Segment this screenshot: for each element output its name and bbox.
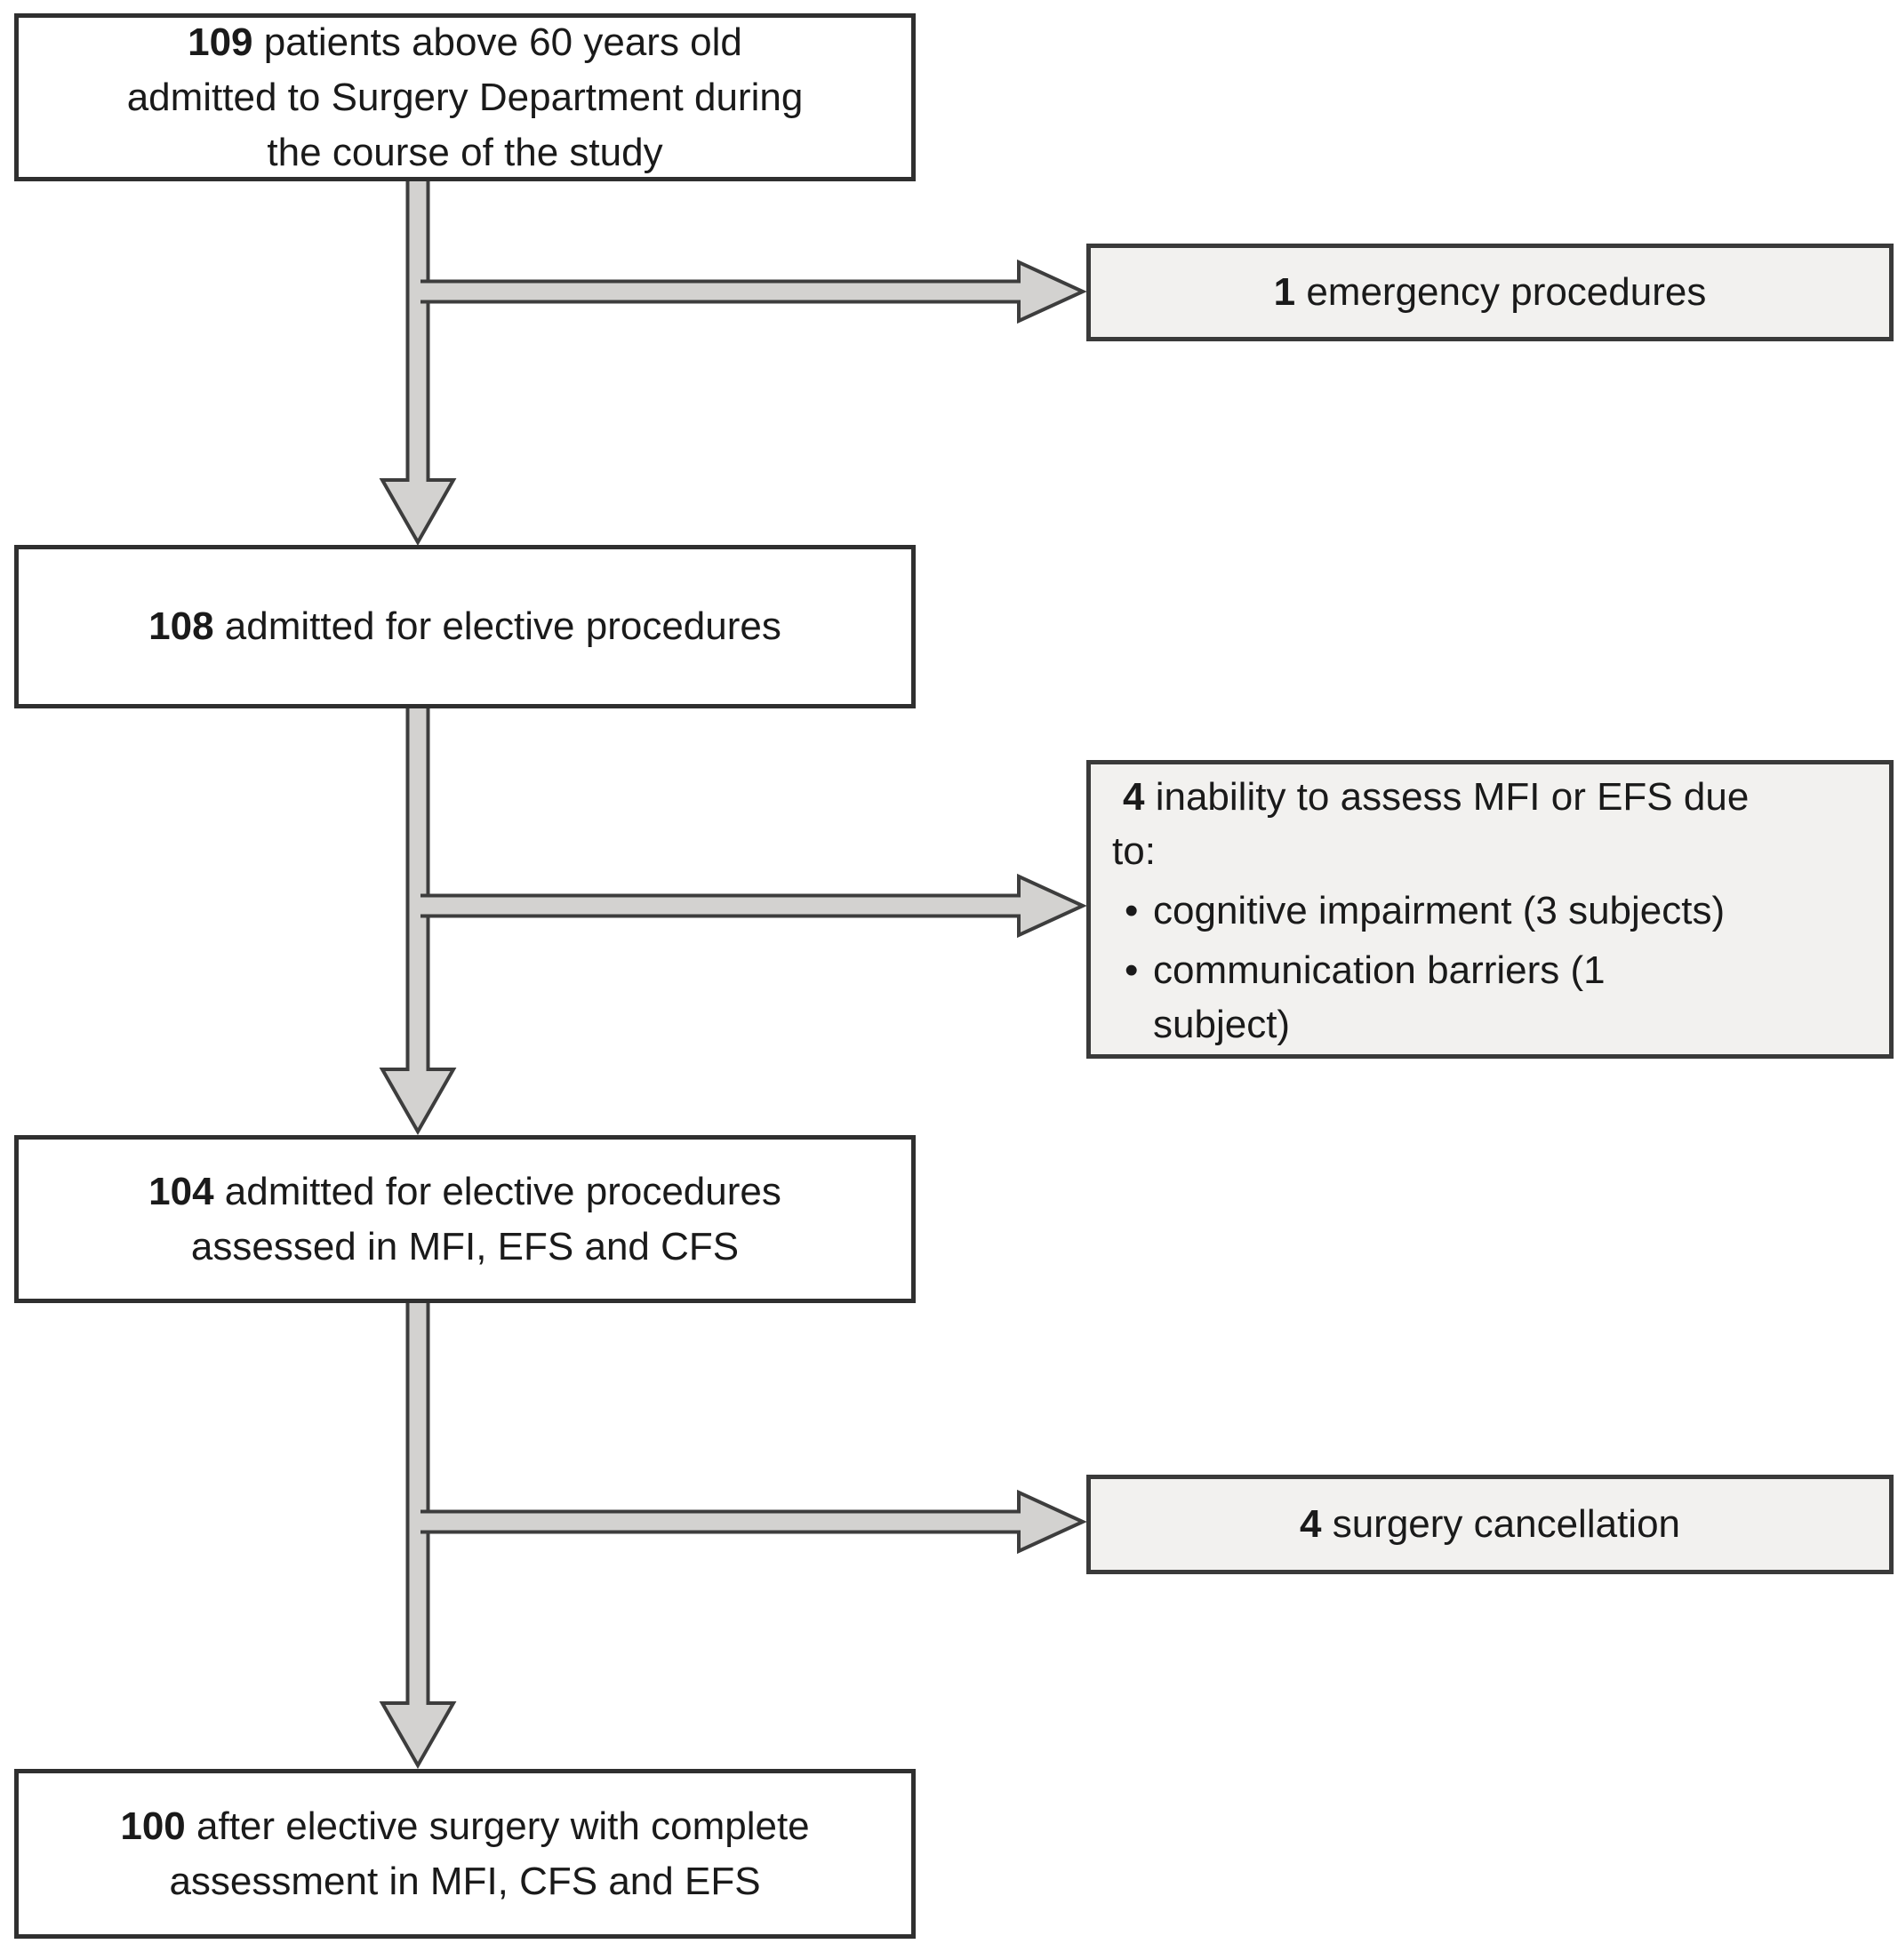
box-text-line: 100 after elective surgery with complete (120, 1799, 809, 1854)
box-complete-assessment: 100 after elective surgery with complete… (14, 1769, 916, 1939)
box-emergency-procedures: 1 emergency procedures (1086, 244, 1894, 341)
box-text-line: 4 surgery cancellation (1300, 1497, 1680, 1552)
branch-arrow-3 (420, 1489, 1087, 1555)
down-arrow-1 (379, 181, 457, 547)
bullet-text: cognitive impairment (3 subjects) (1153, 884, 1875, 938)
box-number: 4 (1123, 775, 1145, 819)
bullet-icon: • (1125, 889, 1139, 932)
box-patients-admitted: 109 patients above 60 years old admitted… (14, 13, 916, 181)
box-text-line: 4 inability to assess MFI or EFS due (1112, 770, 1875, 824)
box-text-line: 104 admitted for elective procedures (148, 1164, 781, 1220)
box-text: emergency procedures (1295, 270, 1707, 314)
box-text: inability to assess MFI or EFS due (1144, 775, 1750, 819)
branch-arrow-2 (420, 873, 1087, 939)
box-number: 1 (1273, 270, 1296, 314)
box-text-line: 108 admitted for elective procedures (148, 599, 781, 654)
down-arrow-2 (379, 708, 457, 1136)
box-text-line: to: (1112, 829, 1156, 873)
box-number: 104 (148, 1169, 214, 1213)
bullet-icon: • (1125, 948, 1139, 992)
box-text-line: the course of the study (267, 130, 663, 174)
box-text-line: 1 emergency procedures (1274, 265, 1707, 320)
box-text: admitted for elective procedures (213, 604, 781, 648)
box-text: after elective surgery with complete (185, 1804, 810, 1848)
box-text: admitted for elective procedures (213, 1169, 781, 1213)
bullet-text: communication barriers (1 subject) (1153, 943, 1875, 1052)
box-surgery-cancellation: 4 surgery cancellation (1086, 1475, 1894, 1574)
box-text-line: assessed in MFI, EFS and CFS (190, 1224, 740, 1268)
bullet-item: • cognitive impairment (3 subjects) (1112, 884, 1875, 938)
box-text-line: cognitive impairment (3 subjects) (1153, 889, 1726, 932)
box-number: 108 (148, 604, 214, 648)
box-elective-procedures: 108 admitted for elective procedures (14, 545, 916, 708)
box-assessed-mfi-efs-cfs: 104 admitted for elective procedures ass… (14, 1135, 916, 1303)
box-inability-to-assess: 4 inability to assess MFI or EFS due to:… (1086, 760, 1894, 1059)
box-number: 100 (120, 1804, 186, 1848)
down-arrow-3 (379, 1303, 457, 1770)
box-text-line: communication barriers (1 (1153, 948, 1606, 992)
bullet-item: • communication barriers (1 subject) (1112, 943, 1875, 1052)
box-number: 109 (188, 20, 253, 64)
box-number: 4 (1299, 1502, 1322, 1546)
box-text-line: 109 patients above 60 years old (188, 15, 742, 70)
box-text-line: subject) (1153, 1003, 1291, 1046)
box-text-line: assessment in MFI, CFS and EFS (169, 1859, 761, 1903)
box-text-line: admitted to Surgery Department during (126, 75, 804, 119)
box-text: patients above 60 years old (252, 20, 742, 64)
box-text: surgery cancellation (1321, 1502, 1681, 1546)
branch-arrow-1 (420, 259, 1087, 324)
